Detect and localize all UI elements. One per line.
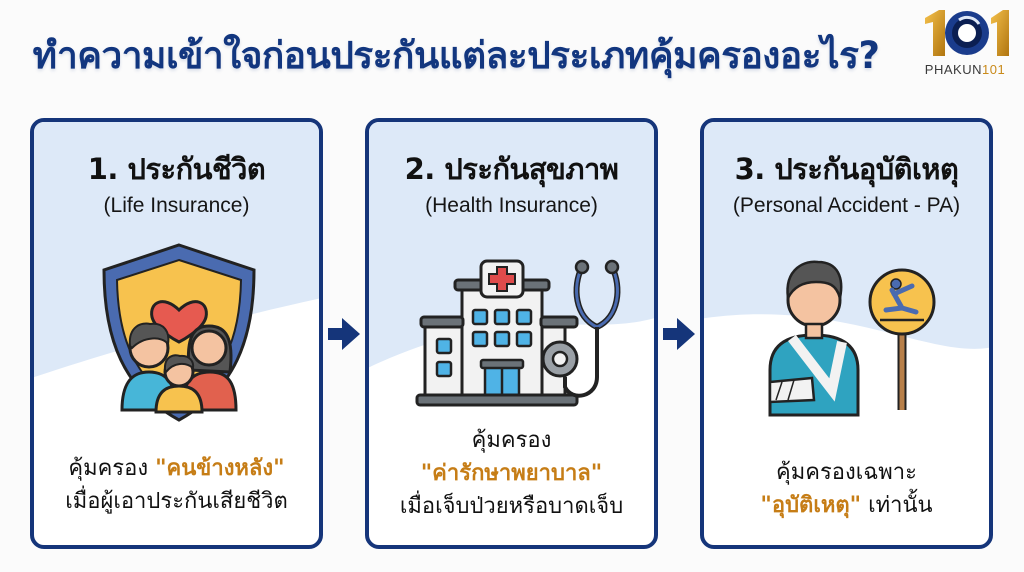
coverage-highlight: "คนข้างหลัง" xyxy=(155,456,285,481)
logo-brand-suffix: 101 xyxy=(981,62,1006,77)
card-personal-accident: 3. ประกันอุบัติเหตุ (Personal Accident -… xyxy=(700,118,993,549)
card-description: คุ้มครอง "คนข้างหลัง" เมื่อผู้เอาประกันเ… xyxy=(65,456,288,514)
hospital-stethoscope-icon xyxy=(415,259,621,407)
arrow-right-icon xyxy=(328,318,360,350)
family-shield-heart-icon xyxy=(102,243,256,422)
wave-background xyxy=(369,122,654,368)
card-subtitle: (Life Insurance) xyxy=(103,194,250,217)
card-subtitle: (Personal Accident - PA) xyxy=(732,194,961,217)
page-title: ทำความเข้าใจก่อนประกันแต่ละประเภทคุ้มครอ… xyxy=(32,34,880,77)
card-title: 2. ประกันสุขภาพ xyxy=(404,152,619,186)
coverage-highlight: "ค่ารักษาพยาบาล" xyxy=(420,461,603,486)
coverage-highlight: "อุบัติเหตุ" xyxy=(760,493,862,518)
logo-101-icon xyxy=(925,10,1009,56)
card-title: 1. ประกันชีวิต xyxy=(87,152,266,186)
injured-person-slip-sign-icon xyxy=(768,260,936,417)
card-description: คุ้มครอง "ค่ารักษาพยาบาล" เมื่อเจ็บป่วยห… xyxy=(369,424,654,523)
arrow-right-icon xyxy=(663,318,695,350)
card-life-insurance: 1. ประกันชีวิต (Life Insurance) คุ้มครอง… xyxy=(30,118,323,549)
card-description: คุ้มครองเฉพาะ "อุบัติเหตุ" เท่านั้น xyxy=(760,460,933,518)
brand-logo: PHAKUN101 xyxy=(915,8,1015,83)
logo-brand-prefix: PHAKUN xyxy=(924,62,982,77)
card-subtitle: (Health Insurance) xyxy=(425,194,598,217)
card-title: 3. ประกันอุบัติเหตุ xyxy=(734,152,959,186)
card-health-insurance: 2. ประกันสุขภาพ (Health Insurance) คุ้มค… xyxy=(365,118,658,549)
